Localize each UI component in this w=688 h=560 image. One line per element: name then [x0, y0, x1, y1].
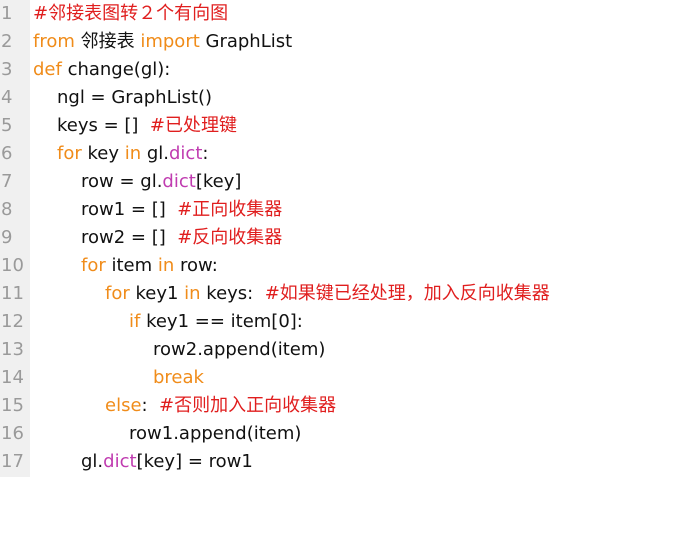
code-line-8: 8 row1 = [] #正向收集器 [0, 196, 688, 224]
builtin-dict: dict [162, 171, 196, 192]
code-line-5: 5 keys = [] #已处理键 [0, 112, 688, 140]
builtin-dict: dict [103, 451, 137, 472]
keyword-for: for [57, 143, 82, 164]
line-number: 15 [1, 395, 24, 416]
code-content: row1 = [] #正向收集器 [81, 196, 282, 224]
code-content: else: #否则加入正向收集器 [105, 392, 336, 420]
comment: #反向收集器 [177, 227, 283, 248]
line-number: 17 [1, 451, 24, 472]
line-number: 6 [1, 143, 13, 164]
line-number: 10 [1, 255, 24, 276]
code-line-2: 2 from 邻接表 import GraphList [0, 28, 688, 56]
code-line-17: 17 gl.dict[key] = row1 [0, 448, 688, 476]
comment: #否则加入正向收集器 [159, 395, 337, 416]
code-line-15: 15 else: #否则加入正向收集器 [0, 392, 688, 420]
statement: row2 = [] [81, 227, 178, 248]
imported-name: GraphList [199, 31, 293, 52]
code-content: for key in gl.dict: [57, 140, 208, 168]
line-number: 11 [1, 283, 24, 304]
code-line-14: 14 break [0, 364, 688, 392]
code-lines: 1 #邻接表图转２个有向图 2 from 邻接表 import GraphLis… [0, 0, 688, 476]
keyword-else: else [105, 395, 142, 416]
line-number: 8 [1, 199, 13, 220]
code-content: row = gl.dict[key] [81, 168, 241, 196]
line-number: 14 [1, 367, 24, 388]
module-name: 邻接表 [74, 31, 141, 52]
keyword-from: from [33, 31, 75, 52]
code-content: for item in row: [81, 252, 218, 280]
statement: keys = [] [57, 115, 150, 136]
builtin-dict: dict [169, 143, 203, 164]
keyword-import: import [140, 31, 200, 52]
keyword-in: in [157, 255, 175, 276]
code-text: gl. [81, 451, 104, 472]
code-text: : [141, 395, 160, 416]
code-content: def change(gl): [33, 56, 170, 84]
code-line-1: 1 #邻接表图转２个有向图 [0, 0, 688, 28]
code-text: item [105, 255, 158, 276]
statement: row1 = [] [81, 199, 178, 220]
statement: row1.append(item) [129, 423, 302, 444]
code-text: [key] = row1 [136, 451, 253, 472]
code-text: row = gl. [81, 171, 163, 192]
code-text: row: [174, 255, 218, 276]
line-number: 9 [1, 227, 13, 248]
comment: #邻接表图转２个有向图 [33, 3, 229, 24]
line-number: 5 [1, 115, 13, 136]
code-content: keys = [] #已处理键 [57, 112, 237, 140]
keyword-for: for [105, 283, 130, 304]
code-content: if key1 == item[0]: [129, 308, 303, 336]
line-number: 2 [1, 31, 13, 52]
keyword-break: break [153, 367, 204, 388]
code-line-3: 3 def change(gl): [0, 56, 688, 84]
keyword-in: in [184, 283, 201, 304]
code-line-7: 7 row = gl.dict[key] [0, 168, 688, 196]
line-number: 1 [1, 3, 13, 24]
code-text: key [81, 143, 125, 164]
keyword-in: in [124, 143, 142, 164]
code-line-16: 16 row1.append(item) [0, 420, 688, 448]
code-line-4: 4 ngl = GraphList() [0, 84, 688, 112]
line-number: 13 [1, 339, 24, 360]
code-line-11: 11 for key1 in keys: #如果键已经处理，加入反向收集器 [0, 280, 688, 308]
line-number: 7 [1, 171, 13, 192]
comment: #已处理键 [149, 115, 237, 136]
code-text: [key] [195, 171, 242, 192]
function-signature: change(gl): [61, 59, 171, 80]
statement: row2.append(item) [153, 339, 326, 360]
comment: #正向收集器 [177, 199, 283, 220]
line-number-gutter [0, 0, 30, 477]
code-line-13: 13 row2.append(item) [0, 336, 688, 364]
code-text: keys: [200, 283, 265, 304]
code-content: gl.dict[key] = row1 [81, 448, 253, 476]
code-content: #邻接表图转２个有向图 [33, 0, 228, 28]
keyword-for: for [81, 255, 106, 276]
code-line-10: 10 for item in row: [0, 252, 688, 280]
code-text: : [202, 143, 209, 164]
code-content: break [153, 364, 204, 392]
code-line-6: 6 for key in gl.dict: [0, 140, 688, 168]
code-text: gl. [141, 143, 169, 164]
code-content: for key1 in keys: #如果键已经处理，加入反向收集器 [105, 280, 550, 308]
comment: #如果键已经处理，加入反向收集器 [264, 283, 550, 304]
line-number: 3 [1, 59, 13, 80]
code-line-12: 12 if key1 == item[0]: [0, 308, 688, 336]
keyword-if: if [129, 311, 141, 332]
code-text: key1 [129, 283, 185, 304]
code-content: ngl = GraphList() [57, 84, 212, 112]
code-content: row1.append(item) [129, 420, 301, 448]
code-line-9: 9 row2 = [] #反向收集器 [0, 224, 688, 252]
code-content: from 邻接表 import GraphList [33, 28, 292, 56]
line-number: 16 [1, 423, 24, 444]
code-content: row2 = [] #反向收集器 [81, 224, 282, 252]
code-content: row2.append(item) [153, 336, 325, 364]
code-editor[interactable]: 1 #邻接表图转２个有向图 2 from 邻接表 import GraphLis… [0, 0, 688, 477]
statement: ngl = GraphList() [57, 87, 213, 108]
keyword-def: def [33, 59, 62, 80]
line-number: 4 [1, 87, 13, 108]
code-text: key1 == item[0]: [140, 311, 303, 332]
line-number: 12 [1, 311, 24, 332]
